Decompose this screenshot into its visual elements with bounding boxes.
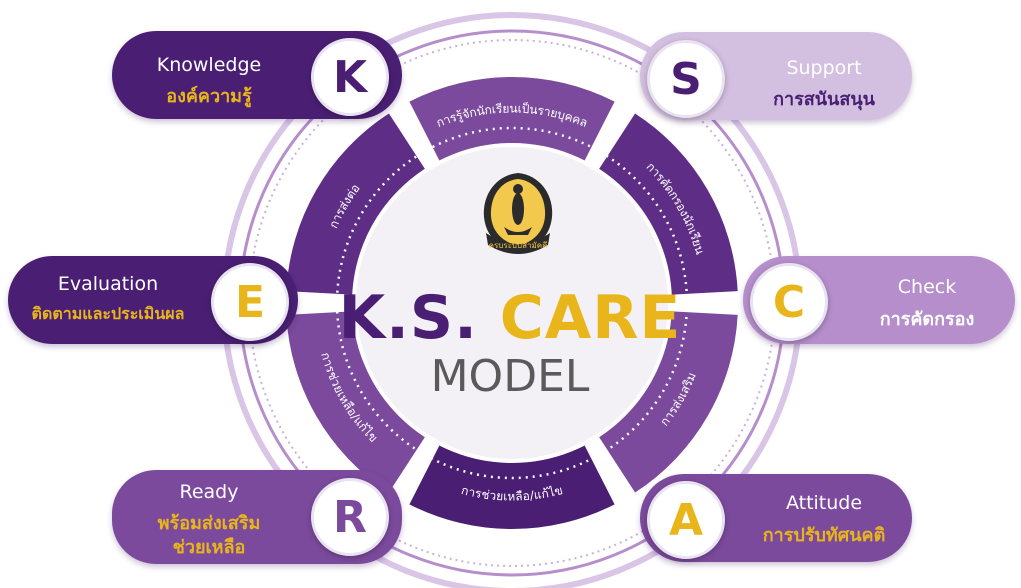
a-badge: A — [647, 481, 725, 559]
center-title: K.S. CARE — [320, 288, 700, 348]
k-badge: K — [311, 38, 389, 116]
ring-segment-top-left — [286, 113, 426, 295]
e-badge: E — [211, 263, 289, 341]
segment-label-bottom: การช่วยเหลือ/แก้ไข — [460, 483, 564, 503]
ring-segment-bottom — [409, 443, 615, 529]
ring-segment-bottom-left — [286, 311, 426, 493]
s-badge: S — [647, 40, 725, 118]
ring-segment-bottom-right — [598, 311, 738, 493]
ready-thai-label-1: พร้อมส่งเสริม — [157, 513, 261, 534]
ready-thai-label-2: ช่วยเหลือ — [172, 537, 246, 558]
inner-dotted-ring — [335, 126, 689, 480]
title-care: CARE — [499, 283, 682, 353]
ready-label: Ready — [179, 481, 239, 503]
ring-segment-top — [409, 76, 615, 163]
check-label: Check — [897, 276, 957, 298]
check-thai-label: การคัดกรอง — [879, 309, 975, 330]
evaluation-thai-label: ติดตามและประเมินผล — [31, 304, 185, 323]
evaluation-label: Evaluation — [57, 273, 159, 295]
support-label: Support — [786, 57, 862, 79]
segments-ring — [286, 76, 738, 529]
school-emblem-icon: ครบระบบสามัคคี — [483, 173, 553, 254]
ring-segment-top-right — [598, 113, 738, 295]
support-thai-label: การสนันสนุน — [773, 89, 875, 110]
center-subtitle: MODEL — [430, 351, 590, 402]
knowledge-label: Knowledge — [156, 54, 262, 76]
attitude-thai-label: การปรับทัศนคติ — [762, 525, 886, 546]
knowledge-thai-label: องค์ความรู้ — [166, 86, 252, 107]
r-badge: R — [311, 478, 389, 556]
attitude-label: Attitude — [785, 492, 863, 514]
emblem-text: ครบระบบสามัคคี — [489, 241, 548, 250]
center-disc — [352, 143, 672, 463]
title-ks: K.S. — [338, 283, 478, 353]
c-badge: C — [750, 263, 828, 341]
